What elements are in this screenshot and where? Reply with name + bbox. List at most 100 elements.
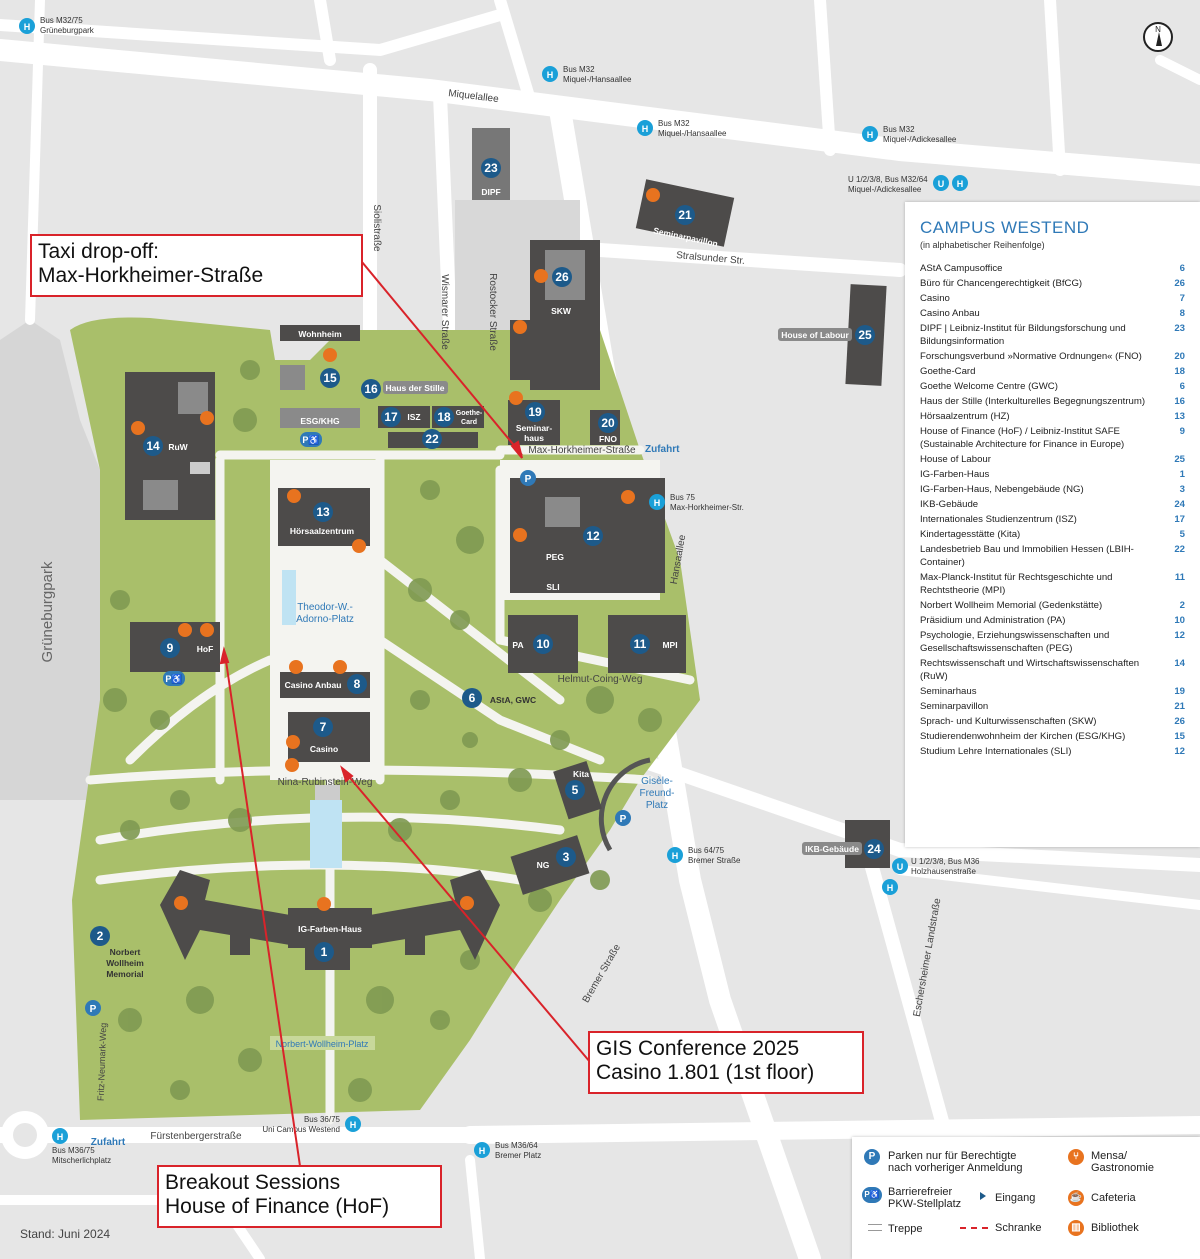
legend-mensa-icon: ⑂ [1068,1149,1084,1165]
gis-arrow [344,771,591,1063]
street-nina-rubinstein: Nina-Rubinstein-Weg [278,777,373,788]
index-entry-number: 6 [1179,381,1185,392]
number-16[interactable]: 16 [361,379,381,399]
legend-library-label: Bibliothek [1091,1222,1139,1234]
index-entry: Rechtswissenschaft und Wirtschaftswissen… [920,657,1185,683]
label-hoersaalzentrum: Hörsaalzentrum [290,526,355,536]
number-10[interactable]: 10 [533,634,553,654]
svg-text:26: 26 [555,270,569,284]
number-18[interactable]: 18 [434,407,454,427]
number-3[interactable]: 3 [556,847,576,867]
number-17[interactable]: 17 [381,407,401,427]
number-24[interactable]: 24 [864,839,884,859]
number-22[interactable]: 22 [422,429,442,449]
number-19[interactable]: 19 [525,402,545,422]
index-entry-label: Casino Anbau [920,308,980,319]
index-entry-number: 11 [1174,572,1185,583]
number-5[interactable]: 5 [565,780,585,800]
svg-text:H: H [642,124,649,134]
index-entry: Norbert Wollheim Memorial (Gedenkstätte)… [920,599,1185,612]
facility-icons [131,188,660,911]
number-1[interactable]: 1 [314,942,334,962]
number-9[interactable]: 9 [160,638,180,658]
legend-accessible-icon: P♿ [862,1187,882,1203]
index-entry-label: Goethe-Card [920,366,976,377]
svg-text:16: 16 [364,382,378,396]
cafeteria-icon [509,391,523,405]
number-21[interactable]: 21 [675,205,695,225]
label-ig-farben-haus: IG-Farben-Haus [298,924,362,934]
label-peg: PEG [546,552,564,562]
index-entry: Sprach- und Kulturwissenschaften (SKW)26 [920,715,1185,728]
number-15[interactable]: 15 [320,368,340,388]
street-zufahrt-south: Zufahrt [91,1137,126,1148]
index-entry-number: 22 [1174,544,1185,555]
svg-text:9: 9 [167,641,174,655]
legend-barrier-label: Schranke [995,1222,1042,1234]
svg-text:H: H [867,130,874,140]
parking-icons: P P P P♿ P♿ [85,432,631,1016]
svg-text:P: P [525,474,532,485]
number-12[interactable]: 12 [583,526,603,546]
label-wollheim-2: Wollheim [106,958,144,968]
plaza-adorno-2: Adorno-Platz [296,614,354,625]
number-20[interactable]: 20 [598,413,618,433]
svg-text:23: 23 [484,161,498,175]
gis-callout-line1: GIS Conference 2025 [596,1037,800,1060]
index-entry-label: Hörsaalzentrum (HZ) [920,411,1010,422]
number-7[interactable]: 7 [313,717,333,737]
label-ikb: IKB-Gebäude [805,844,859,854]
index-entry-label: Internationales Studienzentrum (ISZ) [920,514,1077,525]
index-entry-number: 7 [1179,293,1185,304]
svg-text:24: 24 [867,842,881,856]
svg-text:H: H [547,70,554,80]
cafeteria-icon [646,188,660,202]
svg-text:3: 3 [563,850,570,864]
svg-text:17: 17 [384,410,398,424]
svg-text:25: 25 [858,328,872,342]
taxi-callout: Taxi drop-off: Max-Horkheimer-Straße [30,234,363,297]
svg-text:H: H [654,498,661,508]
index-entry-number: 12 [1174,630,1185,641]
taxi-callout-line2: Max-Horkheimer-Straße [38,264,264,287]
index-entry-number: 12 [1174,746,1185,757]
number-14[interactable]: 14 [143,436,163,456]
label-goethe-card-1: Goethe- [456,410,483,417]
number-23[interactable]: 23 [481,158,501,178]
index-entry-number: 16 [1174,396,1185,407]
label-house-of-labour: House of Labour [781,330,849,340]
index-entry-label: Casino [920,293,950,304]
gisele-freund-arc [598,757,651,852]
svg-text:H: H [957,179,964,189]
label-sli: SLI [546,582,559,592]
svg-text:Bus M36/64: Bus M36/64 [495,1141,538,1150]
building-esg-khg [280,408,360,428]
label-isz: ISZ [407,412,420,422]
number-6[interactable]: 6 [462,688,482,708]
index-entry: Studierendenwohnheim der Kirchen (ESG/KH… [920,730,1185,743]
number-13[interactable]: 13 [313,502,333,522]
svg-text:H: H [672,851,679,861]
number-8[interactable]: 8 [347,674,367,694]
library-icon [621,490,635,504]
svg-text:Bremer Straße: Bremer Straße [688,856,741,865]
number-2[interactable]: 2 [90,926,110,946]
svg-text:Miquel-/Hansaallee: Miquel-/Hansaallee [563,75,632,84]
mensa-icon [289,660,303,674]
svg-text:Bus M32: Bus M32 [883,125,915,134]
number-26[interactable]: 26 [552,267,572,287]
plaza-wollheim: Norbert-Wollheim-Platz [276,1039,369,1049]
index-entry-number: 10 [1174,615,1185,626]
index-entry-number: 14 [1174,658,1185,669]
index-entry-label: IG-Farben-Haus [920,469,990,480]
number-11[interactable]: 11 [630,634,650,654]
parking-icon: P [615,810,631,826]
number-25[interactable]: 25 [855,325,875,345]
index-entry-label: Studium Lehre Internationales (SLI) [920,746,1072,757]
label-seminarhaus-2: haus [524,433,544,443]
mensa-icon [513,320,527,334]
